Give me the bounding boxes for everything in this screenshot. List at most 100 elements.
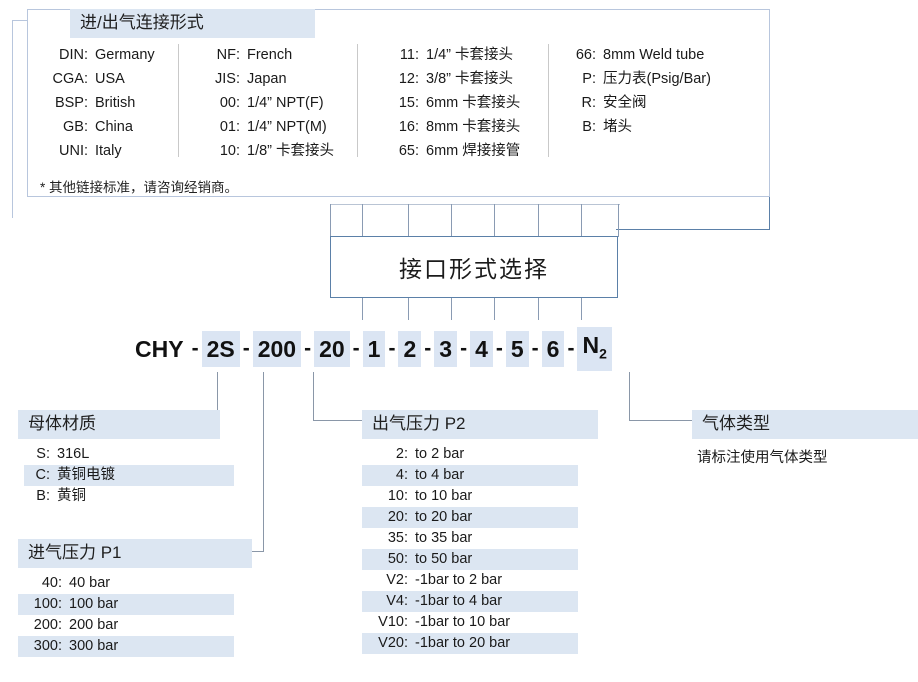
item-description: to 4 bar bbox=[415, 467, 465, 483]
item-code: NF: bbox=[216, 47, 240, 63]
list-item[interactable]: S:316L bbox=[24, 444, 234, 465]
column-divider-3 bbox=[548, 44, 549, 157]
list-item[interactable]: V20:-1bar to 20 bar bbox=[362, 633, 578, 654]
connection-type-item[interactable]: 11:1/4” 卡套接头 bbox=[375, 43, 520, 67]
connection-type-item[interactable]: 10:1/8” 卡套接头 bbox=[196, 139, 334, 163]
item-code: 65: bbox=[398, 143, 419, 159]
part-number-separator: - bbox=[460, 337, 468, 360]
gas-type-title: 气体类型 bbox=[692, 410, 918, 439]
item-description: -1bar to 10 bar bbox=[415, 614, 511, 630]
item-description: to 2 bar bbox=[415, 446, 465, 462]
connection-type-item[interactable]: 16:8mm 卡套接头 bbox=[375, 115, 520, 139]
connection-type-note: * 其他链接标准，请咨询经销商。 bbox=[40, 180, 239, 195]
part-number-separator: - bbox=[495, 337, 503, 360]
item-description: 6mm 焊接接管 bbox=[426, 143, 521, 159]
leader-n2-horizontal bbox=[629, 420, 693, 421]
connection-type-item[interactable]: 66:8mm Weld tube bbox=[562, 43, 711, 67]
body-material-title: 母体材质 bbox=[18, 410, 220, 439]
list-item[interactable]: 10:to 10 bar bbox=[362, 486, 578, 507]
connection-type-item[interactable]: BSP:British bbox=[42, 91, 155, 115]
item-description: 316L bbox=[57, 446, 90, 462]
item-description: to 35 bar bbox=[415, 530, 473, 546]
connection-type-item[interactable]: P:压力表(Psig/Bar) bbox=[562, 67, 711, 91]
list-item[interactable]: 2:to 2 bar bbox=[362, 444, 578, 465]
item-description: 黄铜 bbox=[57, 488, 86, 504]
connection-type-item[interactable]: 01:1/4” NPT(M) bbox=[196, 115, 334, 139]
list-item[interactable]: 50:to 50 bar bbox=[362, 549, 578, 570]
list-item[interactable]: V2:-1bar to 2 bar bbox=[362, 570, 578, 591]
item-code: C: bbox=[35, 467, 51, 483]
leader-2s-vertical bbox=[217, 372, 218, 420]
connection-type-item[interactable]: 12: 3/8” 卡套接头 bbox=[375, 67, 520, 91]
connection-type-item[interactable]: DIN:Germany bbox=[42, 43, 155, 67]
topbox-to-centerbox-horizontal bbox=[616, 229, 770, 230]
item-code: 20: bbox=[387, 509, 408, 525]
part-number-separator: - bbox=[424, 337, 432, 360]
item-description: to 20 bar bbox=[415, 509, 473, 525]
connection-type-item[interactable]: JIS:Japan bbox=[196, 67, 334, 91]
part-number-separator: - bbox=[242, 337, 250, 360]
connection-type-item[interactable]: 00:1/4” NPT(F) bbox=[196, 91, 334, 115]
list-item[interactable]: 300:300 bar bbox=[18, 636, 234, 657]
list-item[interactable]: 4: to 4 bar bbox=[362, 465, 578, 486]
item-description: 1/4” NPT(M) bbox=[247, 119, 327, 135]
item-code: 12: bbox=[398, 71, 419, 87]
item-code: 10: bbox=[219, 143, 240, 159]
list-item[interactable]: V10:-1bar to 10 bar bbox=[362, 612, 578, 633]
item-description: Germany bbox=[95, 47, 155, 63]
list-item[interactable]: B:黄铜 bbox=[24, 486, 234, 507]
item-description: 压力表(Psig/Bar) bbox=[603, 71, 711, 87]
leader-20-vertical bbox=[313, 372, 314, 420]
connection-type-item[interactable]: GB:China bbox=[42, 115, 155, 139]
part-number-segment[interactable]: 1 bbox=[362, 331, 386, 367]
column-divider-1 bbox=[178, 44, 179, 157]
part-number-segment[interactable]: 2 bbox=[398, 331, 422, 367]
list-item[interactable]: 100:100 bar bbox=[18, 594, 234, 615]
item-description: to 50 bar bbox=[415, 551, 473, 567]
list-item[interactable]: 40:40 bar bbox=[18, 573, 234, 594]
item-code: JIS: bbox=[215, 71, 240, 87]
list-item[interactable]: C:黄铜电镀 bbox=[24, 465, 234, 486]
item-code: 4: bbox=[395, 467, 408, 483]
part-number-separator: - bbox=[191, 337, 199, 360]
leader-200-vertical bbox=[263, 372, 264, 552]
part-number-segment[interactable]: CHY bbox=[135, 336, 184, 362]
part-number-segment[interactable]: 200 bbox=[252, 331, 302, 367]
part-number-segment[interactable]: 3 bbox=[434, 331, 458, 367]
connection-type-item[interactable]: CGA:USA bbox=[42, 67, 155, 91]
list-item[interactable]: 20: to 20 bar bbox=[362, 507, 578, 528]
item-code: 35: bbox=[387, 530, 408, 546]
connection-type-item[interactable]: 15:6mm 卡套接头 bbox=[375, 91, 520, 115]
item-code: UNI: bbox=[59, 143, 88, 159]
leader-20-horizontal bbox=[313, 420, 363, 421]
list-item[interactable]: 200:200 bar bbox=[18, 615, 234, 636]
item-description: 6mm 卡套接头 bbox=[426, 95, 521, 111]
connection-type-item[interactable]: NF:French bbox=[196, 43, 334, 67]
connection-type-item[interactable]: B:堵头 bbox=[562, 115, 711, 139]
list-item[interactable]: 35: to 35 bar bbox=[362, 528, 578, 549]
part-number-row[interactable]: CHY-2S-200-20-1-2-3-4-5-6-N2 bbox=[130, 326, 612, 372]
connection-type-item[interactable]: 65: 6mm 焊接接管 bbox=[375, 139, 520, 163]
item-code: 100: bbox=[33, 596, 62, 612]
connection-type-item[interactable]: UNI:Italy bbox=[42, 139, 155, 163]
item-description: 3/8” 卡套接头 bbox=[426, 71, 514, 87]
list-item[interactable]: V4:-1bar to 4 bar bbox=[362, 591, 578, 612]
interface-selection-box[interactable]: 接口形式选择 bbox=[330, 236, 618, 298]
connection-type-item[interactable]: R:安全阀 bbox=[562, 91, 711, 115]
part-number-segment[interactable]: N2 bbox=[577, 326, 612, 372]
part-number-separator: - bbox=[388, 337, 396, 360]
item-description: 40 bar bbox=[69, 575, 111, 591]
part-number-segment[interactable]: 2S bbox=[201, 331, 240, 367]
item-code: BSP: bbox=[54, 95, 88, 111]
subscript: 2 bbox=[599, 345, 607, 362]
part-number-segment[interactable]: 20 bbox=[314, 331, 350, 367]
part-number-segment[interactable]: 6 bbox=[541, 331, 565, 367]
item-description: 1/4” 卡套接头 bbox=[426, 47, 514, 63]
item-code: 00: bbox=[219, 95, 240, 111]
item-description: -1bar to 2 bar bbox=[415, 572, 503, 588]
part-number-segment[interactable]: 4 bbox=[470, 331, 493, 367]
part-number-segment[interactable]: 5 bbox=[505, 331, 529, 367]
outlet-pressure-list: 2:to 2 bar 4: to 4 bar 10:to 10 bar 20: to 20… bbox=[362, 444, 578, 654]
item-description: 8mm 卡套接头 bbox=[426, 119, 521, 135]
